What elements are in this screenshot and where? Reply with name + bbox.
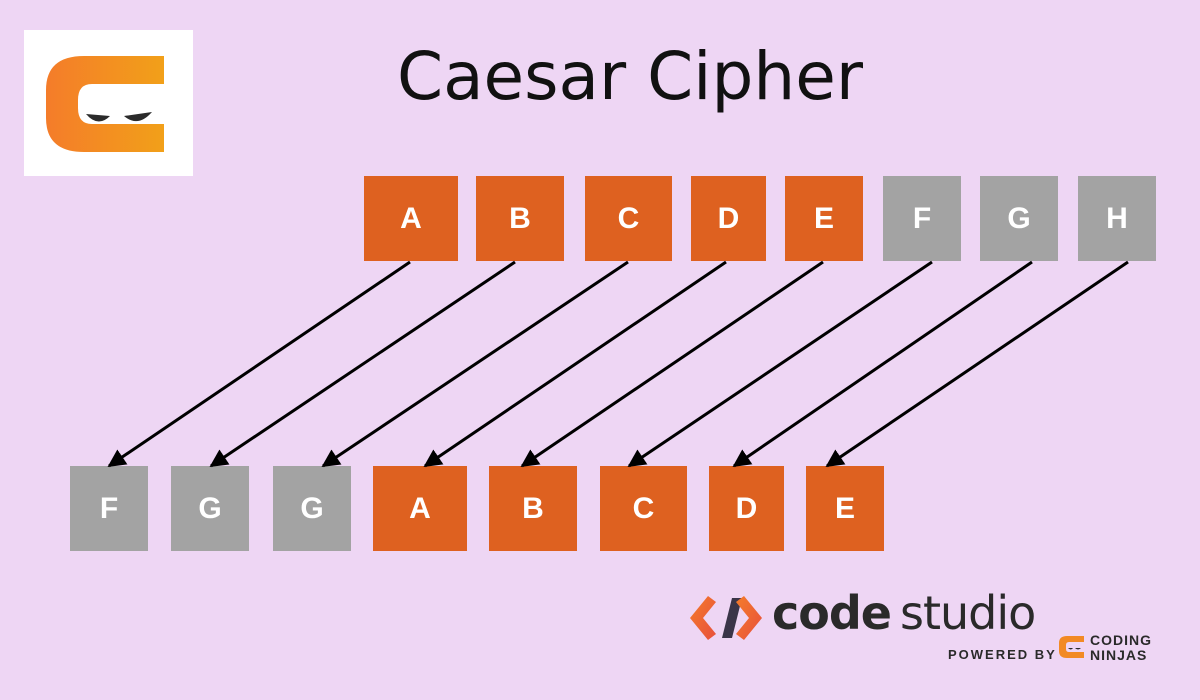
bottom-letter-6: C xyxy=(632,491,655,525)
top-box-2: B xyxy=(476,176,564,261)
arrow-3 xyxy=(321,260,629,468)
bottom-box-2: G xyxy=(171,466,249,551)
top-box-7: G xyxy=(980,176,1058,261)
brand-studio-text: studio xyxy=(900,586,1036,640)
ninjas-text: NINJAS xyxy=(1090,647,1148,663)
bottom-box-7: D xyxy=(709,466,784,551)
top-letter-1: A xyxy=(400,201,422,235)
coding-ninjas-text: CODING NINJAS xyxy=(1090,633,1152,663)
bottom-letter-3: G xyxy=(300,491,324,525)
coding-ninjas-small-logo-icon xyxy=(1059,636,1084,658)
top-box-4: D xyxy=(691,176,766,261)
bottom-box-4: A xyxy=(373,466,467,551)
bottom-box-1: F xyxy=(70,466,148,551)
coding-ninjas-logo-icon xyxy=(46,56,164,152)
top-box-8: H xyxy=(1078,176,1156,261)
bottom-letter-7: D xyxy=(735,491,758,525)
arrow-1 xyxy=(107,260,411,468)
top-box-1: A xyxy=(364,176,458,261)
top-box-5: E xyxy=(785,176,863,261)
code-studio-brand: code studio POWERED BY CODING NINJAS xyxy=(686,586,1166,666)
bottom-letter-1: F xyxy=(99,491,119,525)
arrow-5 xyxy=(520,260,824,468)
top-box-6: F xyxy=(883,176,961,261)
coding-ninjas-logo xyxy=(24,30,193,176)
bottom-letter-5: B xyxy=(522,491,544,525)
coding-text: CODING xyxy=(1090,632,1152,648)
top-letter-3: C xyxy=(617,201,640,235)
arrow-6 xyxy=(627,260,933,468)
bottom-box-5: B xyxy=(489,466,577,551)
top-letter-6: F xyxy=(912,201,932,235)
bottom-box-6: C xyxy=(600,466,687,551)
bottom-letter-2: G xyxy=(198,491,222,525)
top-letter-4: D xyxy=(717,201,740,235)
bottom-box-8: E xyxy=(806,466,884,551)
brand-code-text: code xyxy=(772,586,892,640)
bottom-letter-8: E xyxy=(834,491,855,525)
arrow-7 xyxy=(732,260,1033,468)
top-letter-8: H xyxy=(1106,201,1128,235)
arrow-4 xyxy=(423,260,727,468)
arrow-2 xyxy=(209,260,516,468)
bottom-box-3: G xyxy=(273,466,351,551)
bottom-letter-4: A xyxy=(409,491,431,525)
top-letter-2: B xyxy=(509,201,531,235)
top-letter-5: E xyxy=(813,201,834,235)
arrow-8 xyxy=(825,260,1129,468)
powered-by-text: POWERED BY xyxy=(948,647,1057,662)
top-letter-7: G xyxy=(1007,201,1031,235)
top-box-3: C xyxy=(585,176,672,261)
page-title: Caesar Cipher xyxy=(397,38,863,115)
code-studio-logo-icon xyxy=(690,596,762,640)
